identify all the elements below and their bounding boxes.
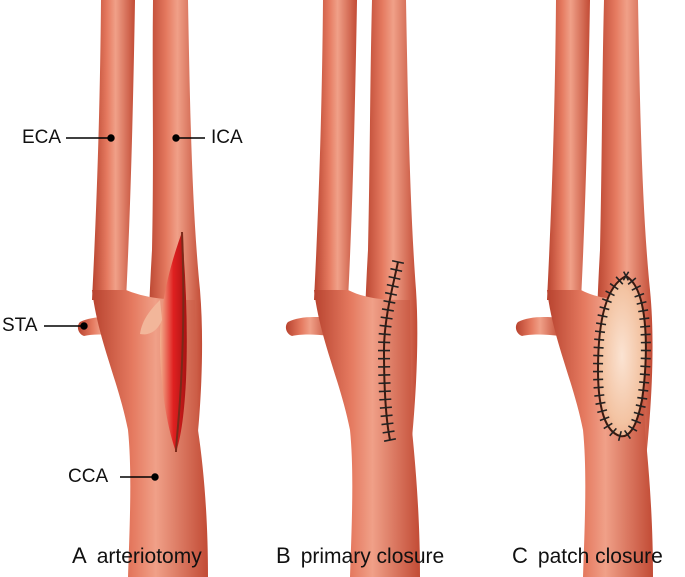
suture-stitch [380,316,393,320]
suture-stitch [593,386,604,389]
suture-stitch [639,381,650,384]
eca-label: ECA [22,127,62,148]
suture-stitch [603,422,613,430]
sta-label: STA [2,315,38,336]
suture-stitch [631,418,642,424]
suture-stitch [609,427,617,437]
suture-stitch [635,404,646,408]
ica-leader-dot [172,134,180,142]
suture-stitch [599,416,610,422]
suture-stitch [609,282,619,291]
leader-lines [44,134,205,481]
suture-stitch [633,411,644,416]
panel-b-artery [285,0,420,577]
sta-leader-dot [80,322,88,330]
suture-stitch [381,308,394,312]
suture-stitch [378,332,391,336]
suture-stitch [383,299,396,304]
suture-stitch [380,414,393,418]
suture-stitch [390,267,403,273]
ica-label: ICA [211,127,243,148]
suture-stitch [382,430,395,434]
suture-stitch [594,394,605,397]
panel-a-letter: A [72,543,87,568]
suture-stitch [391,259,405,265]
suture-stitch [623,429,632,440]
suture-stitch [596,322,607,326]
panel-c-caption-text: patch closure [537,545,663,568]
suture-stitch [381,422,394,426]
suture-stitch [638,309,649,313]
suture-stitch [379,406,392,409]
suture-stitch [639,317,650,321]
suture-stitch [386,283,399,288]
panel-a-artery [77,0,208,577]
sta-vessel [285,317,330,336]
eca-vessel [92,0,135,300]
suture-stitch [378,341,391,344]
panel-b-caption-text: primary closure [300,545,445,568]
suture-stitch [597,314,608,318]
suture-stitch [595,401,606,405]
cca-label: CCA [68,466,109,487]
suture-stitch [627,425,638,432]
eca-leader-dot [107,134,115,142]
suture-stitch [617,430,622,442]
panel-b-letter: B [276,543,291,568]
suture-stitch [597,409,608,414]
suture-stitch [634,292,645,298]
suture-stitch [631,284,642,291]
panel-c-artery [515,0,653,577]
suture-stitch [627,277,637,286]
eca-vessel [314,0,357,300]
suture-stitch [639,373,650,376]
suture-stitch [383,438,397,442]
suture-stitch [384,291,398,296]
suture-stitch [378,390,391,393]
suture-stitch [640,365,651,368]
patch-suture-stitches [593,271,651,442]
panel-a-caption-text: arteriotomy [96,545,202,568]
suture-stitch [640,325,651,328]
panel-c-letter: C [512,543,528,568]
suture-stitch [593,346,604,349]
suture-stitch [379,324,392,328]
suture-stitch [594,338,605,341]
suture-stitch [615,276,624,285]
suture-stitch [622,271,630,281]
cca-vessel [314,290,420,577]
suture-stitch [601,298,612,304]
suture-stitch [379,398,392,401]
suture-stitch [605,290,615,297]
suture-stitch [594,330,606,334]
suture-stitch [638,388,649,392]
sta-vessel [515,317,560,336]
cca-leader-dot [151,473,159,481]
suture-stitch [636,300,647,305]
suture-stitch [599,306,610,311]
suture-stitch [637,396,648,400]
suture-stitch [388,275,401,281]
primary-suture-stitches [378,259,405,442]
eca-vessel [547,0,590,300]
